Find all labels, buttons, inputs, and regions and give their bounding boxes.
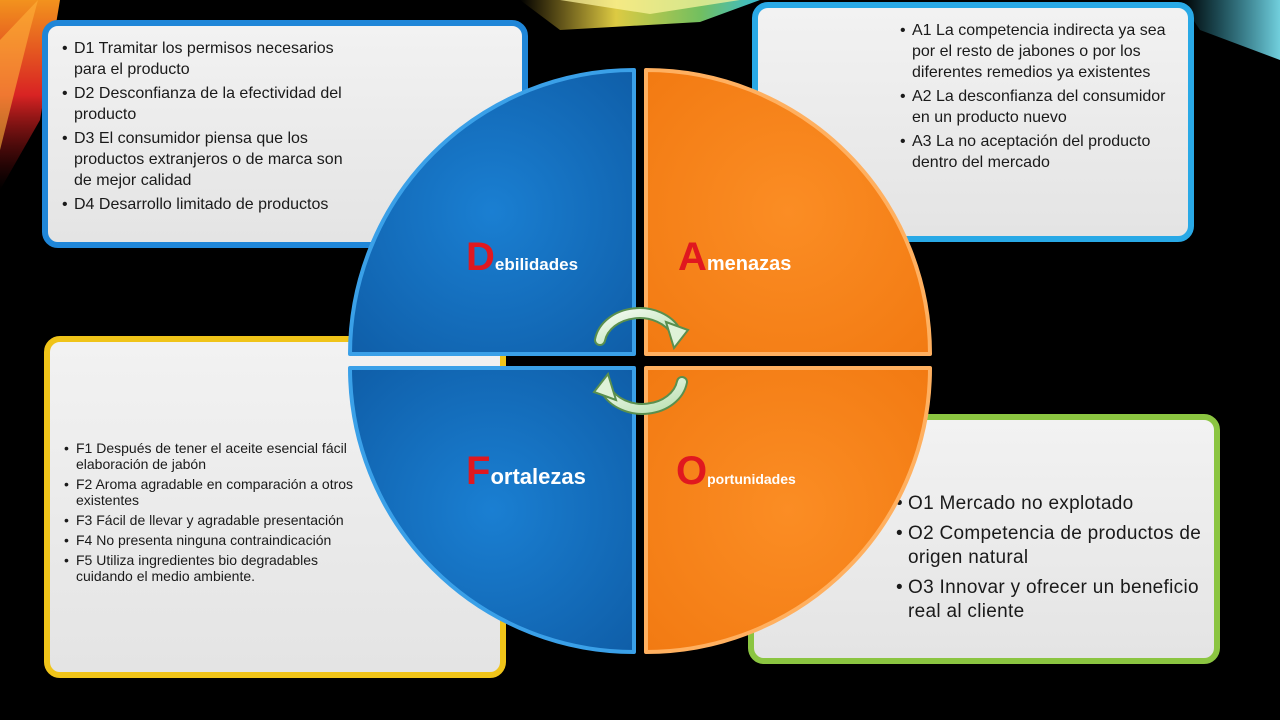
initial-amenazas: A: [678, 235, 707, 279]
label-rest-amenazas: menazas: [707, 253, 792, 275]
fortalezas-list: F1 Después de tener el aceite esencial f…: [64, 440, 356, 588]
quadrant-amenazas: [644, 68, 932, 356]
quadrant-fortalezas: [348, 366, 636, 654]
cycle-arrows-icon: [592, 307, 690, 415]
label-rest-debilidades: ebilidades: [495, 255, 578, 274]
label-rest-oportunidades: portunidades: [707, 471, 796, 487]
list-item: A2 La desconfianza del consumidor en un …: [900, 86, 1185, 128]
oportunidades-list: O1 Mercado no explotado O2 Competencia d…: [896, 492, 1216, 630]
initial-fortalezas: F: [466, 449, 490, 493]
initial-oportunidades: O: [676, 449, 707, 493]
list-item: F2 Aroma agradable en comparación a otro…: [64, 476, 356, 508]
list-item: O2 Competencia de productos de origen na…: [896, 522, 1216, 570]
label-debilidades: Debilidades: [466, 235, 578, 279]
list-item: A1 La competencia indirecta ya sea por e…: [900, 20, 1185, 83]
quadrant-debilidades: [348, 68, 636, 356]
label-fortalezas: Fortalezas: [466, 449, 586, 493]
label-rest-fortalezas: ortalezas: [490, 464, 585, 489]
quadrant-oportunidades: [644, 366, 932, 654]
label-oportunidades: Oportunidades: [676, 449, 796, 493]
debilidades-list: D1 Tramitar los permisos necesarios para…: [62, 38, 362, 218]
label-amenazas: Amenazas: [678, 235, 791, 279]
debilidades-box: D1 Tramitar los permisos necesarios para…: [42, 20, 528, 248]
list-item: D1 Tramitar los permisos necesarios para…: [62, 38, 362, 80]
list-item: F5 Utiliza ingredientes bio degradables …: [64, 552, 356, 584]
amenazas-list: A1 La competencia indirecta ya sea por e…: [900, 20, 1185, 176]
list-item: D2 Desconfianza de la efectividad del pr…: [62, 83, 362, 125]
initial-debilidades: D: [466, 235, 495, 279]
list-item: D3 El consumidor piensa que los producto…: [62, 128, 362, 191]
list-item: F3 Fácil de llevar y agradable presentac…: [64, 512, 356, 528]
list-item: F1 Después de tener el aceite esencial f…: [64, 440, 356, 472]
list-item: O3 Innovar y ofrecer un beneficio real a…: [896, 576, 1216, 624]
list-item: A3 La no aceptación del producto dentro …: [900, 131, 1185, 173]
list-item: F4 No presenta ninguna contraindicación: [64, 532, 356, 548]
list-item: O1 Mercado no explotado: [896, 492, 1216, 516]
list-item: D4 Desarrollo limitado de productos: [62, 194, 362, 215]
